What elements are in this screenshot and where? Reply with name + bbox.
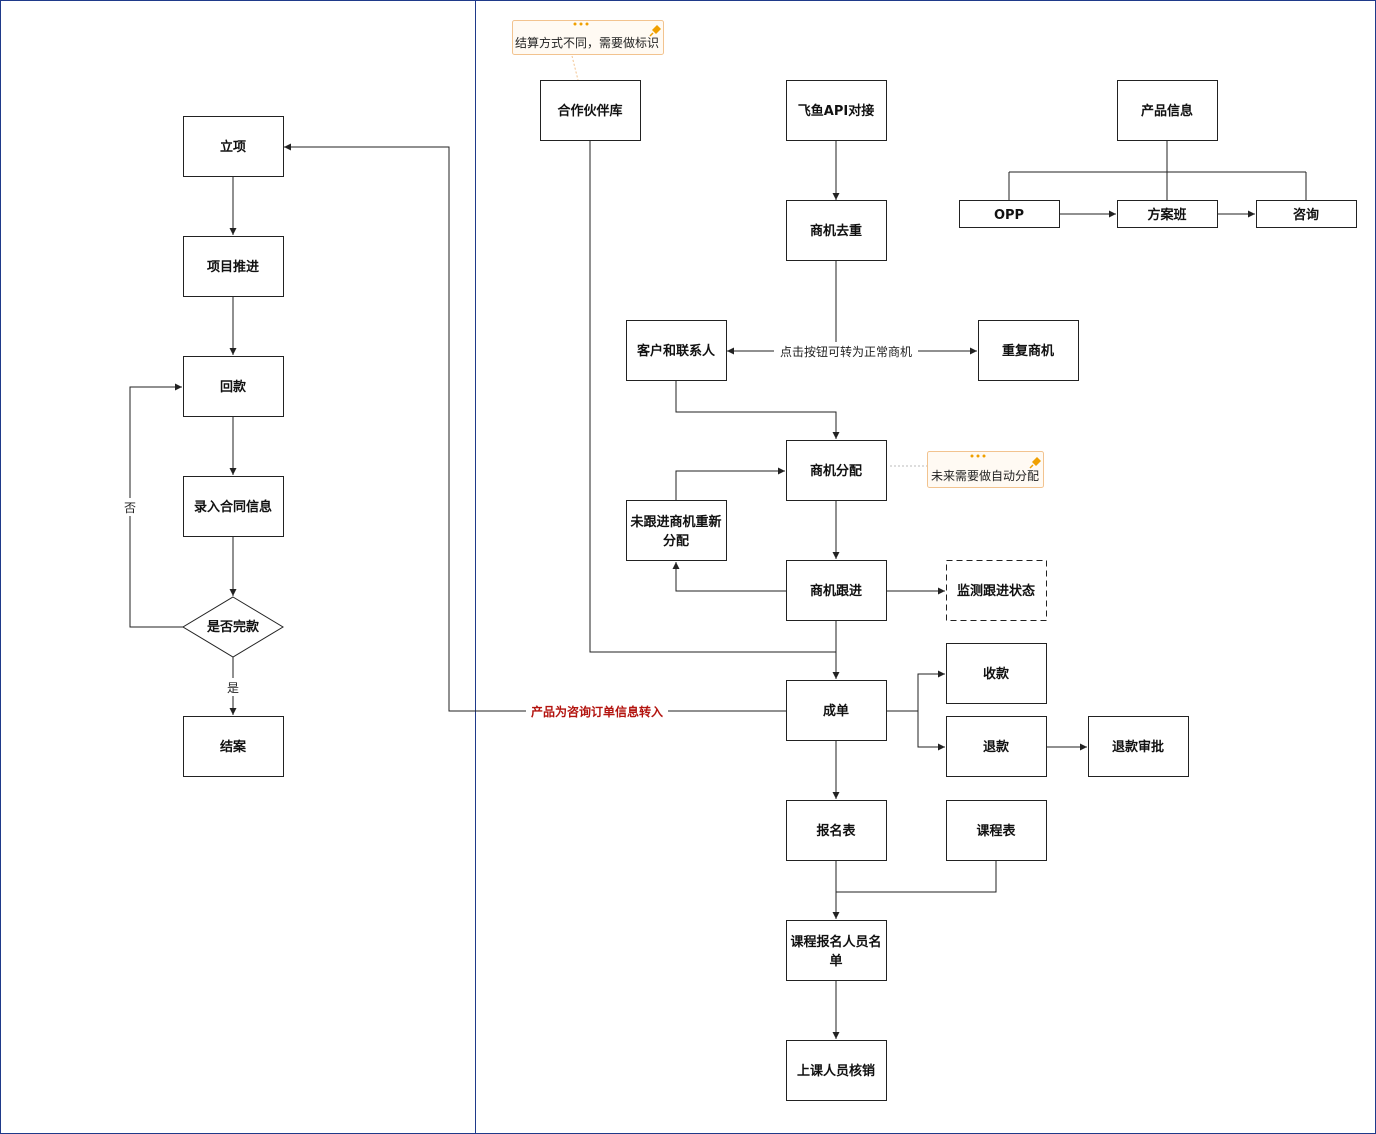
- note-zidong-dot: [970, 454, 974, 458]
- node-shifou-wankuan-label: 是否完款: [206, 619, 260, 635]
- node-fangan-ban-label: 方案班: [1147, 207, 1186, 223]
- node-shangji-fenpei[interactable]: 商机分配: [786, 440, 887, 501]
- edge-label-zhuanru: 产品为咨询订单信息转入: [531, 704, 663, 719]
- node-mingdan-label-line2: 单: [829, 953, 842, 969]
- node-kehu-lianxiren[interactable]: 客户和联系人: [626, 320, 727, 381]
- node-weigenjin-chongxin-fenpei[interactable]: 未跟进商机重新 分配: [626, 500, 727, 561]
- node-chongfu-shangji-label: 重复商机: [1002, 343, 1054, 359]
- node-fangan-ban[interactable]: 方案班: [1117, 200, 1218, 228]
- edge-genjin-weigenjin: [672, 562, 786, 592]
- node-chanpin-xinxi-label: 产品信息: [1141, 103, 1193, 119]
- node-chanpin-xinxi[interactable]: 产品信息: [1117, 80, 1218, 141]
- node-feiyu-api[interactable]: 飞鱼API对接: [786, 80, 887, 141]
- node-luru-hetong-label: 录入合同信息: [194, 499, 272, 515]
- node-huikuan-label: 回款: [220, 379, 247, 395]
- note-jiesuan[interactable]: 结算方式不同，需要做标识: [512, 20, 664, 55]
- pin-icon[interactable]: [1029, 457, 1041, 469]
- node-baoming-biao[interactable]: 报名表: [786, 800, 887, 861]
- node-weigenjin-label-line2: 分配: [663, 533, 689, 549]
- node-shoukuan-label: 收款: [983, 666, 1010, 682]
- node-hezuo-huobanku-label: 合作伙伴库: [557, 103, 622, 119]
- edge-chengdan-lixiang: [284, 143, 786, 712]
- node-shangji-fenpei-label: 商机分配: [810, 463, 862, 479]
- node-tuikuan-shenpi-label: 退款审批: [1112, 739, 1164, 755]
- edge-chengdan-tuikuan: [917, 711, 945, 751]
- note-zidong-fenpei[interactable]: 未来需要做自动分配: [927, 451, 1044, 488]
- node-luru-hetong[interactable]: 录入合同信息: [183, 476, 284, 537]
- node-kehu-lianxiren-label: 客户和联系人: [637, 343, 716, 359]
- node-kecheng-baoming-mingdan[interactable]: 课程报名人员名 单: [786, 920, 887, 981]
- node-feiyu-api-label: 飞鱼API对接: [798, 103, 874, 119]
- node-weigenjin-label-line1: 未跟进商机重新: [629, 514, 721, 530]
- edge-kehu-fenpei: [675, 381, 840, 439]
- edge-label-no-bg: [122, 498, 138, 516]
- node-chengdan[interactable]: 成单: [786, 680, 887, 741]
- edge-weigenjin-fenpei: [675, 467, 785, 501]
- node-chengdan-label: 成单: [823, 703, 849, 719]
- edge-label-zhuanru-bg: [526, 702, 668, 720]
- node-lixiang-label: 立项: [220, 139, 246, 155]
- note-connector-jiesuan: [571, 55, 579, 81]
- node-lixiang[interactable]: 立项: [183, 116, 284, 177]
- node-zixun[interactable]: 咨询: [1256, 200, 1357, 228]
- node-shangke-hexiao[interactable]: 上课人员核销: [786, 1040, 887, 1101]
- node-xiangmu-tuijin[interactable]: 项目推进: [183, 236, 284, 297]
- note-zidong-dot: [982, 454, 986, 458]
- node-opp[interactable]: OPP: [959, 200, 1060, 228]
- edge-hezuo-chengdan: [589, 141, 836, 653]
- edge-label-dianji-bg: [774, 342, 918, 360]
- note-zidong-text: 未来需要做自动分配: [931, 468, 1039, 483]
- node-shangke-hexiao-label: 上课人员核销: [797, 1063, 875, 1079]
- node-shangji-quchong[interactable]: 商机去重: [786, 200, 887, 261]
- edge-chengdan-shoukuan: [887, 670, 945, 712]
- node-kecheng-biao-label: 课程表: [976, 823, 1016, 839]
- node-jiean[interactable]: 结案: [183, 716, 284, 777]
- node-shifou-wankuan-diamond[interactable]: 是否完款: [182, 596, 284, 658]
- node-tuikuan-label: 退款: [983, 739, 1010, 755]
- note-jiesuan-dot: [573, 22, 577, 26]
- edge-kecheng-mingdan: [836, 861, 997, 893]
- node-chongfu-shangji[interactable]: 重复商机: [978, 320, 1079, 381]
- note-jiesuan-dot: [585, 22, 589, 26]
- node-opp-label: OPP: [994, 208, 1024, 223]
- node-jiance-genjin-zhuangtai[interactable]: 监测跟进状态: [946, 560, 1047, 621]
- edge-label-yes-bg: [225, 678, 241, 696]
- node-jiance-label: 监测跟进状态: [957, 583, 1035, 599]
- pin-icon[interactable]: [649, 25, 661, 37]
- node-baoming-biao-label: 报名表: [816, 823, 856, 839]
- node-shangji-genjin-label: 商机跟进: [810, 583, 862, 599]
- node-hezuo-huobanku[interactable]: 合作伙伴库: [540, 80, 641, 141]
- node-zixun-label: 咨询: [1293, 207, 1319, 223]
- edge-label-yes: 是: [227, 681, 239, 695]
- edge-label-dianji: 点击按钮可转为正常商机: [780, 344, 912, 359]
- node-mingdan-label-line1: 课程报名人员名: [790, 934, 881, 950]
- node-shangji-genjin[interactable]: 商机跟进: [786, 560, 887, 621]
- node-kecheng-biao[interactable]: 课程表: [946, 800, 1047, 861]
- note-jiesuan-text: 结算方式不同，需要做标识: [515, 35, 659, 50]
- node-jiean-label: 结案: [220, 739, 247, 755]
- edge-label-no: 否: [124, 501, 136, 515]
- node-tuikuan[interactable]: 退款: [946, 716, 1047, 777]
- note-jiesuan-dot: [579, 22, 583, 26]
- node-huikuan[interactable]: 回款: [183, 356, 284, 417]
- note-zidong-dot: [976, 454, 980, 458]
- node-shangji-quchong-label: 商机去重: [810, 223, 862, 239]
- node-tuikuan-shenpi[interactable]: 退款审批: [1088, 716, 1189, 777]
- node-xiangmu-tuijin-label: 项目推进: [207, 259, 259, 275]
- node-shoukuan[interactable]: 收款: [946, 643, 1047, 704]
